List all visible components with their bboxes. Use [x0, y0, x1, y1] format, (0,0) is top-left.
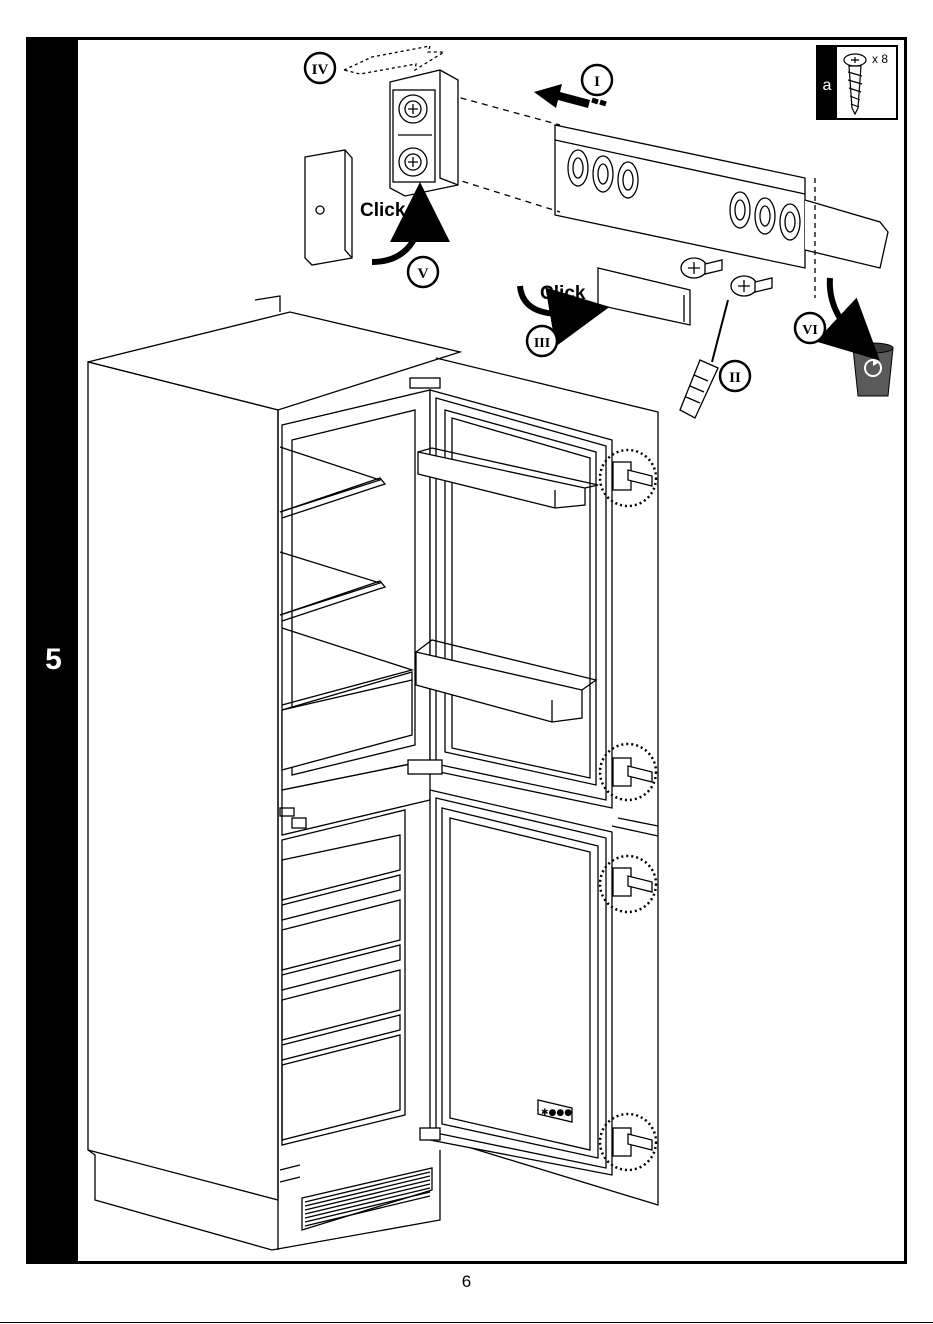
step-badge-2: II: [720, 361, 750, 391]
step-badge-2-label: II: [729, 370, 741, 386]
step-badge-1: I: [582, 65, 612, 95]
parts-box: a x 8: [817, 46, 897, 119]
svg-text:✱●●●: ✱●●●: [541, 1108, 572, 1118]
screw-icon: [681, 258, 772, 296]
upper-door: [408, 378, 612, 808]
step-badge-3-label: III: [534, 336, 550, 351]
fridge-cabinet: [88, 296, 460, 1250]
footer-rule: [0, 1322, 933, 1323]
step-badge-5-label: V: [418, 266, 429, 282]
hinge-bracket: [344, 46, 458, 196]
click-label-mid: Click: [540, 283, 586, 304]
part-letter: a: [823, 77, 832, 94]
recycle-bin-icon: [853, 343, 893, 396]
page-number: 6: [0, 1272, 933, 1292]
lower-door: ✱●●●: [420, 790, 612, 1175]
step-badge-3: III: [527, 326, 557, 356]
step-badge-5: V: [408, 257, 438, 287]
step-badge-4-label: IV: [312, 62, 329, 78]
step-badge-4: IV: [305, 53, 335, 83]
plinth-vent: [302, 1168, 432, 1230]
step-badge-6-label: VI: [802, 323, 818, 338]
step-badge-1-label: I: [594, 74, 600, 90]
part-quantity: x 8: [872, 52, 888, 66]
mounting-rail: [450, 95, 888, 298]
click-label-top: Click: [360, 200, 406, 221]
step-badge-6: VI: [795, 313, 825, 343]
cover-strip: [598, 268, 690, 325]
cover-cap: [305, 150, 352, 265]
